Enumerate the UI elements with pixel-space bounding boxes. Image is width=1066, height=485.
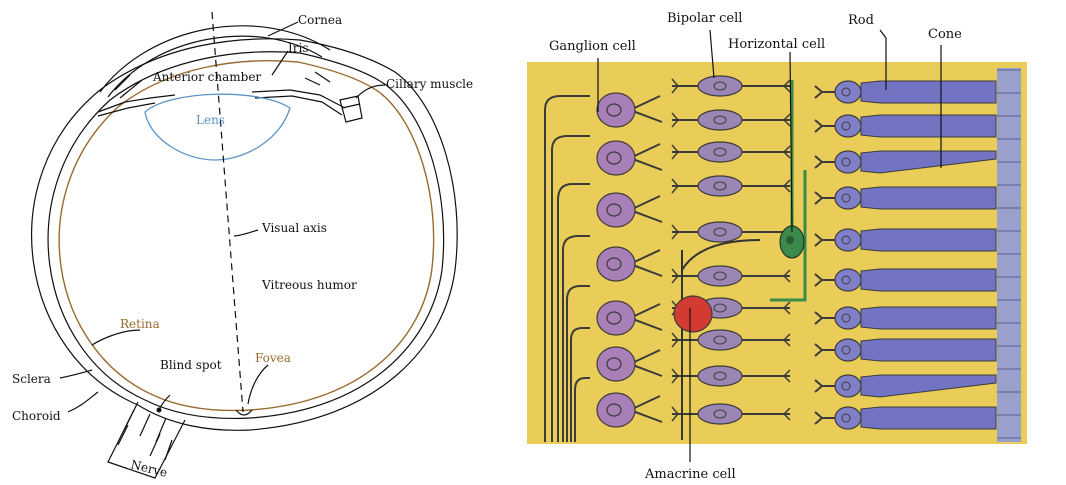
- rod-cell: [815, 307, 996, 329]
- blind-spot-label: Blind spot: [160, 358, 222, 372]
- amacrine-cell-label: Amacrine cell: [644, 467, 736, 482]
- retina-outline: [59, 61, 433, 411]
- cornea-label: Cornea: [298, 13, 342, 27]
- rod-cell: [815, 339, 996, 361]
- choroid-label: Choroid: [12, 409, 61, 423]
- rod-cell: [815, 229, 996, 251]
- sclera-label: Sclera: [12, 372, 51, 386]
- ciliary-muscle-label: Ciliary muscle: [386, 77, 473, 91]
- pigment-strip: [997, 68, 1021, 442]
- lens: [145, 94, 290, 160]
- rod-label: Rod: [848, 13, 874, 28]
- visual-axis-label: Visual axis: [261, 221, 327, 235]
- horizontal-cell-label: Horizontal cell: [728, 37, 825, 52]
- anterior-chamber-label: Anterior chamber: [152, 70, 261, 84]
- lens-label: Lens: [196, 113, 225, 127]
- rod-cell: [815, 269, 996, 291]
- ciliary-muscle: [340, 96, 362, 122]
- retina-label: Retina: [120, 317, 160, 331]
- fovea-label: Fovea: [255, 351, 291, 365]
- vitreous-humor-label: Vitreous humor: [261, 278, 357, 292]
- iris-label: Iris: [288, 41, 308, 55]
- rod-cell: [815, 187, 996, 209]
- iris-right: [252, 90, 345, 115]
- rod-cell: [815, 81, 996, 103]
- rod-cell: [815, 407, 996, 429]
- retina-layers-diagram: Bipolar cell Ganglion cell Horizontal ce…: [527, 11, 1027, 482]
- bipolar-cell-label: Bipolar cell: [667, 11, 742, 26]
- cone-label: Cone: [928, 27, 962, 42]
- eye-diagram: Cornea Iris Anterior chamber Ciliary mus…: [12, 12, 473, 480]
- iris-left: [98, 95, 175, 116]
- ganglion-cell-label: Ganglion cell: [549, 39, 636, 54]
- rod-cell: [815, 115, 996, 137]
